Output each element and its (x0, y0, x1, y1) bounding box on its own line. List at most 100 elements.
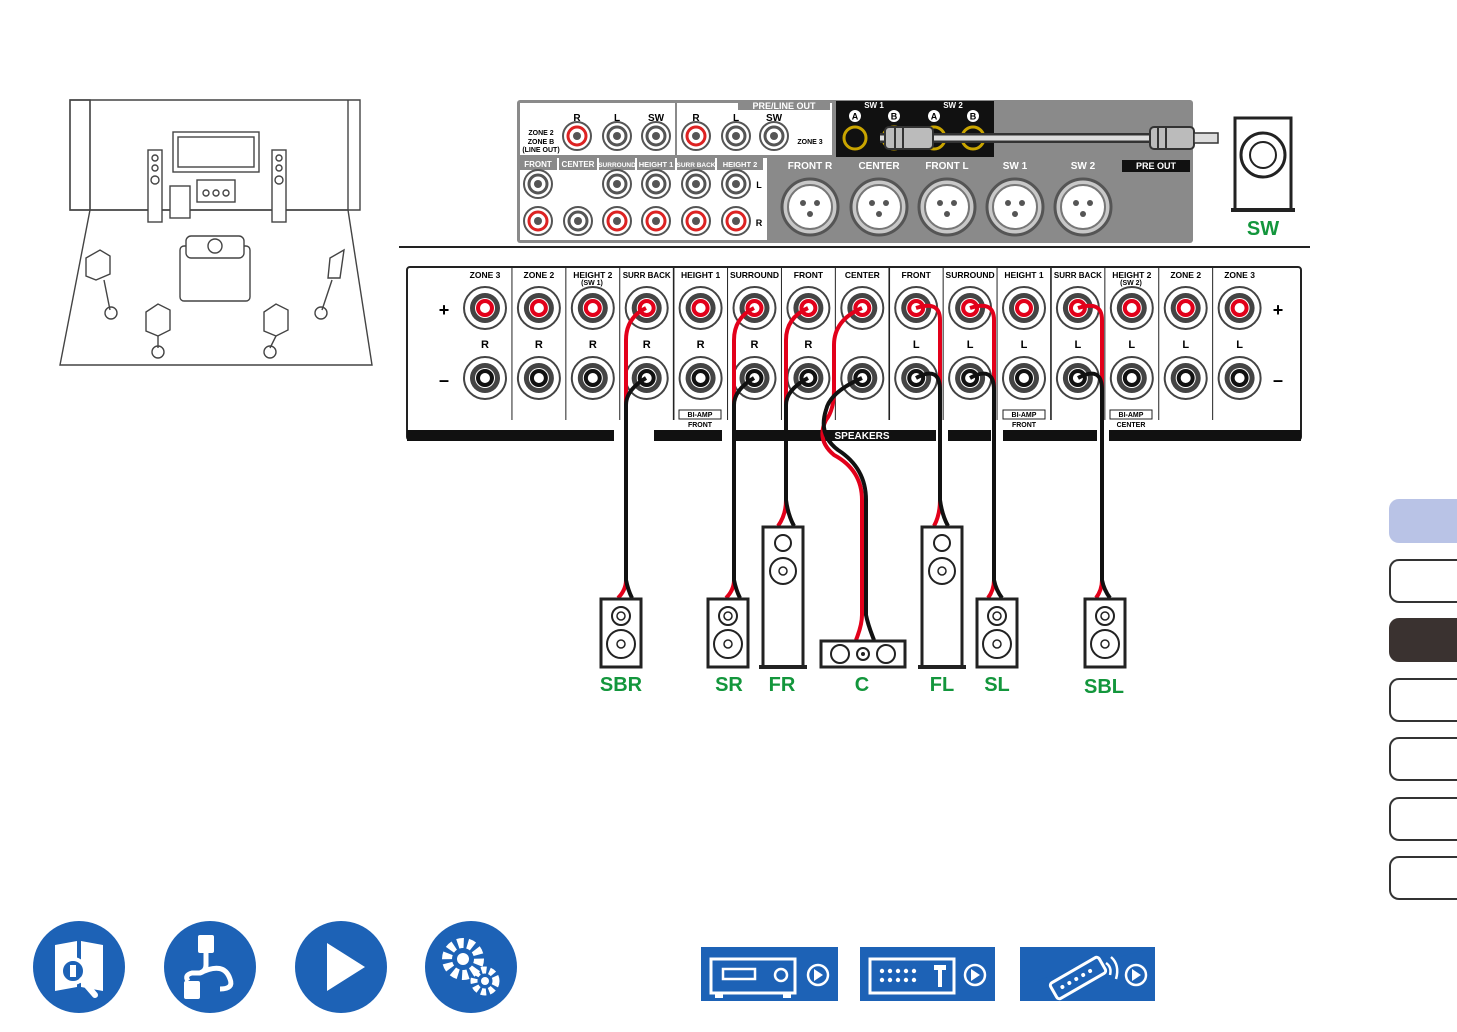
sw2-a-label: A (931, 112, 938, 122)
negative-terminal[interactable] (1054, 355, 1101, 401)
negative-terminal[interactable] (785, 355, 832, 401)
pre-out-label: PRE OUT (1136, 161, 1177, 171)
zone3-r-jack[interactable] (680, 120, 712, 152)
xlr-jacks-row[interactable] (780, 177, 1113, 237)
positive-terminal[interactable] (462, 285, 508, 331)
front-left-speaker (916, 525, 968, 669)
speakers-label: SPEAKERS (834, 431, 889, 442)
zone3-l-jack[interactable] (720, 120, 752, 152)
speaker-cables (616, 303, 1112, 641)
terminal-column-label: SURR BACK (1054, 271, 1102, 280)
terminal-column-label: ZONE 3 (1224, 270, 1255, 280)
sw-speaker-label: SW (1247, 218, 1279, 240)
xlr-sw2-label: SW 2 (1071, 161, 1096, 172)
connection-cable-icon (184, 935, 234, 999)
zone2-label-1: ZONE 2 (528, 130, 553, 137)
rca-side-r: R (756, 218, 763, 228)
remote-control-icon (1020, 947, 1155, 1001)
side-tab-3[interactable] (1389, 618, 1457, 662)
settings-button[interactable] (425, 921, 517, 1013)
negative-terminal[interactable] (1162, 355, 1209, 401)
terminal-column-label: ZONE 3 (470, 270, 501, 280)
zone3-sw-jack[interactable] (758, 120, 790, 152)
positive-terminal[interactable] (1108, 285, 1155, 331)
xlr-center-label: CENTER (858, 161, 900, 172)
surround-back-left-speaker (1083, 597, 1127, 669)
terminal-column-label: FRONT (794, 270, 824, 280)
front-right-speaker (757, 525, 809, 669)
negative-terminal[interactable] (1216, 355, 1263, 401)
terminal-side-label: R (535, 339, 543, 351)
negative-terminal[interactable] (462, 355, 508, 401)
terminal-column-label: HEIGHT 1 (1004, 270, 1043, 280)
zone2-label-3: (LINE OUT) (522, 147, 559, 154)
minus-right: – (1273, 370, 1283, 390)
minus-left: – (439, 370, 449, 390)
rca-side-l: L (756, 180, 762, 190)
positive-terminal[interactable] (1216, 285, 1263, 331)
biamp-label-2: BI-AMP (1012, 412, 1037, 419)
negative-terminal[interactable] (677, 355, 724, 401)
front-panel-icon (709, 957, 830, 998)
sw1-b-label: B (891, 112, 898, 122)
zone2-l-label: L (614, 113, 620, 124)
positive-terminal[interactable] (677, 285, 724, 331)
side-tab-5[interactable] (1389, 737, 1457, 781)
negative-terminal[interactable] (1001, 355, 1047, 401)
side-tab-7[interactable] (1389, 856, 1457, 900)
terminal-column-label: ZONE 2 (1170, 270, 1201, 280)
side-tab-1[interactable] (1389, 499, 1457, 543)
zone2-sw-label: SW (648, 113, 665, 124)
rca-surrback-label: SURR BACK (677, 162, 716, 169)
side-tab-6[interactable] (1389, 797, 1457, 841)
terminal-column-label: CENTER (845, 270, 880, 280)
front-panel-button[interactable] (701, 947, 838, 1001)
surround-right-speaker (706, 597, 750, 669)
positive-terminal[interactable] (1162, 285, 1209, 331)
negative-terminal[interactable] (1108, 355, 1155, 401)
positive-terminal[interactable] (1001, 285, 1047, 331)
subwoofer-speaker (1231, 116, 1295, 212)
preout-panel: PRE/LINE OUT ZONE 2 ZONE B (LINE OUT) R … (517, 100, 1219, 243)
side-tab-2[interactable] (1389, 559, 1457, 603)
terminal-side-label: R (804, 339, 812, 351)
positive-terminal[interactable] (785, 285, 832, 331)
playback-button[interactable] (295, 921, 387, 1013)
positive-terminal[interactable] (569, 285, 616, 331)
negative-terminal[interactable] (569, 355, 616, 401)
rca-height2-label: HEIGHT 2 (723, 160, 758, 169)
rear-panel-icon (868, 957, 987, 995)
negative-terminal[interactable] (839, 355, 886, 401)
positive-terminal[interactable] (1054, 285, 1101, 331)
zone2-sw-jack[interactable] (640, 120, 672, 152)
zone2-l-jack[interactable] (601, 120, 633, 152)
sbl-label: SBL (1084, 676, 1124, 698)
positive-terminal[interactable] (839, 285, 886, 331)
sl-label: SL (984, 674, 1010, 696)
manual-search-button[interactable] (33, 921, 125, 1013)
terminal-side-label: L (1021, 339, 1028, 351)
sw2-label: SW 2 (943, 101, 963, 110)
positive-terminal[interactable] (515, 285, 562, 331)
rear-panel-button[interactable] (860, 947, 995, 1001)
sw1-a-label: A (852, 112, 859, 122)
manual-search-icon (55, 941, 103, 998)
biamp-front-label-2: FRONT (1012, 422, 1037, 429)
zone3-r-label: R (692, 113, 700, 124)
sr-label: SR (715, 674, 743, 696)
sbr-label: SBR (600, 674, 643, 696)
terminal-side-label: R (589, 339, 597, 351)
sw1-label: SW 1 (864, 101, 884, 110)
terminal-side-label: L (1128, 339, 1135, 351)
zone2-r-jack[interactable] (561, 120, 593, 152)
xlr-sw1-label: SW 1 (1003, 161, 1028, 172)
remote-control-button[interactable] (1020, 947, 1155, 1001)
connection-button[interactable] (164, 921, 256, 1013)
negative-terminal[interactable] (515, 355, 562, 401)
plus-right: + (1273, 300, 1284, 320)
height2-sw2-sub: (SW 2) (1120, 280, 1142, 287)
side-tab-4[interactable] (1389, 678, 1457, 722)
terminal-side-label: L (1075, 339, 1082, 351)
biamp-label-3: BI-AMP (1119, 412, 1144, 419)
plus-left: + (439, 300, 450, 320)
